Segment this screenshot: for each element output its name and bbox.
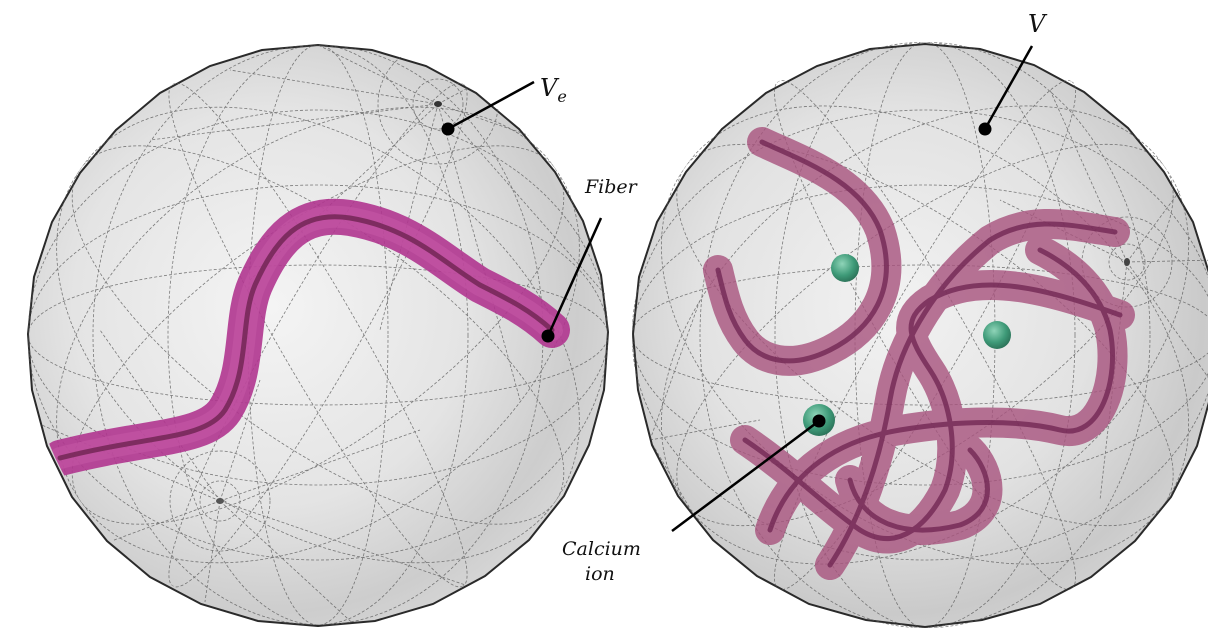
ve-label: Ve (540, 74, 567, 106)
left-sphere-body (28, 45, 608, 626)
right-sphere: V Calcium ion (562, 10, 1208, 635)
calcium-ion (831, 254, 859, 282)
left-pole-node (434, 101, 442, 107)
ion-pointer-dot (813, 415, 826, 428)
ion-label-line1: Calcium (562, 538, 641, 560)
fiber-pointer-dot (542, 330, 555, 343)
fiber-label: Fiber (584, 176, 639, 198)
ve-pointer-dot (442, 123, 455, 136)
ion-label-line2: ion (585, 563, 615, 585)
v-label: V (1028, 10, 1048, 38)
right-pole-node (1124, 258, 1130, 266)
v-pointer-dot (979, 123, 992, 136)
left-bottom-pole-node (216, 498, 224, 504)
calcium-ion (983, 321, 1011, 349)
